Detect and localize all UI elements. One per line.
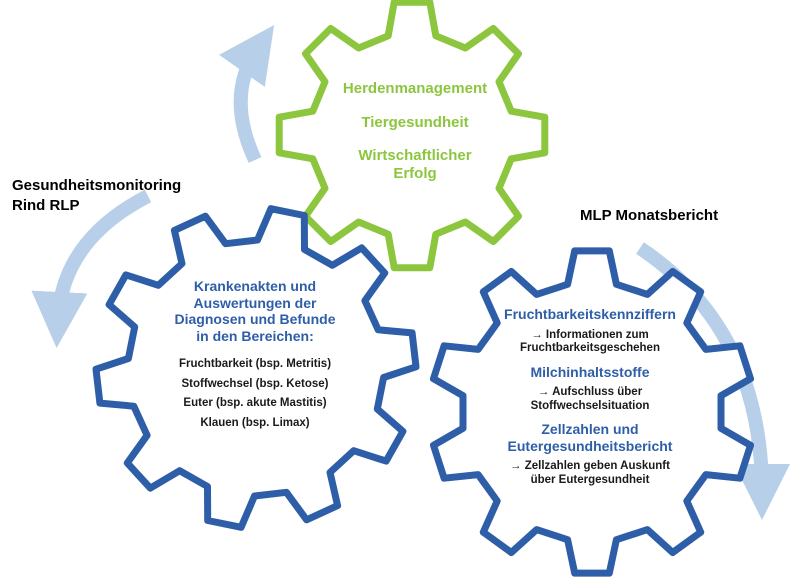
side-label-left-line: Gesundheitsmonitoring	[12, 177, 182, 194]
top-gear-line: Tiergesundheit	[361, 113, 469, 131]
left-gear-item: Stoffwechsel (bsp. Ketose)	[181, 377, 329, 390]
top-gear-line: Herdenmanagement	[342, 80, 488, 97]
gear-top	[275, 0, 549, 272]
right-gear-section-detail: → Aufschluss über	[537, 386, 643, 399]
left-gear-heading-line: in den Bereichen:	[196, 327, 314, 344]
side-label-left: Gesundheitsmonitoring Rind RLP	[12, 176, 181, 217]
gear-left	[92, 205, 420, 531]
cycle-arrow-left	[31, 189, 152, 348]
left-gear-text: Krankenakten und Auswertungen der Diagno…	[145, 278, 365, 430]
right-gear-section-detail: → Informationen zum	[531, 328, 649, 341]
cycle-arrow-top	[218, 25, 275, 163]
gear-right	[430, 247, 754, 577]
right-gear-section-title: Milchinhaltsstoffe	[530, 363, 650, 380]
right-gear-text: Fruchtbarkeitskennziffern → Informatione…	[470, 306, 710, 487]
left-gear-item: Klauen (bsp. Limax)	[200, 416, 310, 429]
left-gear-item: Fruchtbarkeit (bsp. Metritis)	[178, 358, 332, 371]
side-label-left-line: Rind RLP	[12, 197, 80, 215]
top-gear-line: Erfolg	[393, 165, 437, 183]
side-label-right: MLP Monatsbericht	[580, 207, 719, 224]
right-gear-section-detail: über Eutergesundheit	[530, 473, 650, 486]
right-gear-section-detail: → Zellzahlen geben Auskunft	[510, 460, 670, 473]
right-gear-section-detail: Stoffwechselsituation	[530, 399, 650, 412]
left-gear-heading-line: Diagnosen und Befunde	[174, 311, 336, 328]
top-gear-text: Herdenmanagement Tiergesundheit Wirtscha…	[310, 80, 520, 183]
left-gear-item: Euter (bsp. akute Mastitis)	[183, 397, 327, 410]
right-gear-section-detail: Fruchtbarkeitsgeschehen	[520, 342, 660, 355]
right-gear-section-title: Fruchtbarkeitskennziffern	[504, 306, 676, 322]
left-gear-heading-line: Krankenakten und	[193, 278, 317, 294]
right-gear-section-title: Eutergesundheitsbericht	[507, 437, 673, 454]
left-gear-heading-line: Auswertungen der	[193, 294, 317, 311]
top-gear-line: Wirtschaftlicher	[358, 147, 472, 165]
right-gear-section-title: Zellzahlen und	[541, 421, 639, 438]
